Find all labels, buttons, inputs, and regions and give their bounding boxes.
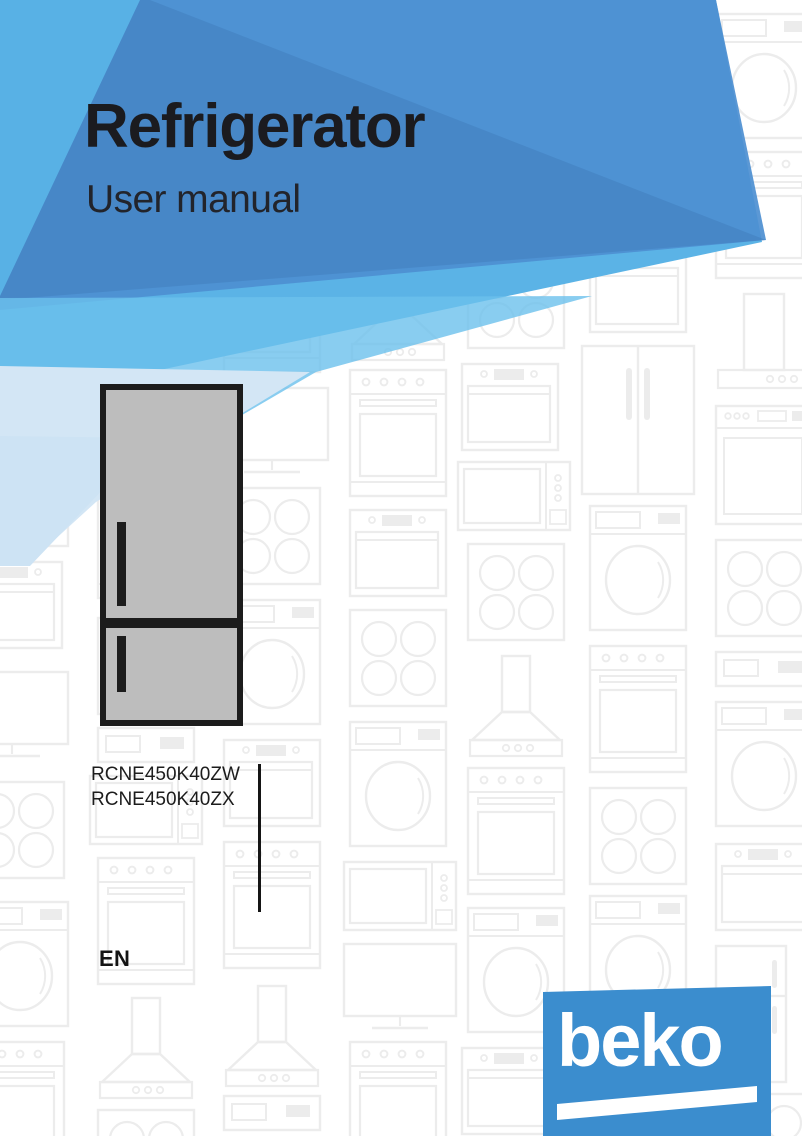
logo-wordmark: beko xyxy=(557,999,722,1082)
model-number: RCNE450K40ZX xyxy=(91,789,235,810)
logo-underline-bar xyxy=(557,1086,757,1120)
beko-logo: beko xyxy=(543,986,771,1136)
language-badge: EN xyxy=(99,946,131,971)
model-number-list: RCNE450K40ZW RCNE450K40ZX xyxy=(91,762,240,812)
fridge-upper-handle xyxy=(117,522,126,606)
model-number: RCNE450K40ZW xyxy=(91,764,240,785)
title-block: Refrigerator User manual xyxy=(84,92,426,221)
page-title: Refrigerator xyxy=(84,92,426,161)
fridge-lower-door xyxy=(106,628,237,720)
page-subtitle: User manual xyxy=(86,178,301,221)
model-divider-rule xyxy=(258,764,261,912)
fridge-lower-handle xyxy=(117,636,126,692)
refrigerator-illustration xyxy=(100,384,243,726)
